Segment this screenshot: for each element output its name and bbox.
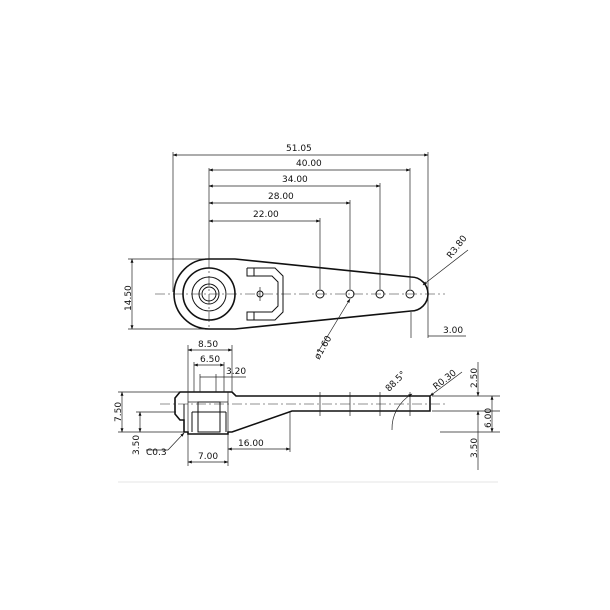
dim-hub-outer: 8.50 [198,340,218,350]
dim-hub-mid: 6.50 [200,355,220,365]
hole-4 [405,289,415,299]
dim-bore-depth: 7.00 [198,452,218,462]
dim-hole-4: 40.00 [296,159,322,169]
leader-tip-fillet [429,371,463,397]
dim-tip-radius: R3.80 [445,234,469,261]
dim-arm-thickness: 2.50 [470,368,480,388]
dim-height: 14.50 [124,285,134,311]
dim-right-bottom: 3.50 [470,438,480,458]
leader-hole-diameter [317,298,351,353]
leader-tip-radius [422,249,469,286]
hub-middle-circle [191,276,227,312]
hole-3 [375,289,385,299]
dim-hole-1: 22.00 [253,210,279,220]
dim-total-height: 7.50 [114,402,124,422]
hub-bore-circle [198,283,220,305]
hole-1 [315,289,325,299]
hole-2 [345,289,355,299]
dim-hole-3: 34.00 [282,175,308,185]
dim-hole-diameter: ø1.60 [313,334,335,361]
dim-draft-angle: 88.5° [384,370,408,394]
dim-overall-length: 51.05 [286,144,312,154]
dim-hole-2: 28.00 [268,192,294,202]
dim-hub-inner: 3.20 [226,367,246,377]
dim-bottom-height: 3.50 [132,435,142,455]
hub-bore [197,401,221,433]
top-view: 51.05 40.00 34.00 28.00 22.00 14.50 R3.8… [124,144,470,362]
dim-right-height: 6.00 [484,408,494,428]
arm-recess-inner [254,275,279,313]
dim-tip-width: 3.00 [443,326,463,336]
arm-recess [246,267,284,321]
angle-arc [391,393,413,431]
side-view: 8.50 6.50 3.20 7.50 3.50 C0.3 7.00 16.00… [114,340,500,470]
dim-chamfer: C0.3 [146,448,167,458]
hub-outer-circle [182,267,236,321]
leader-chamfer [167,432,185,451]
dim-arm-length: 16.00 [238,439,264,449]
dim-tip-fillet: R0.30 [432,368,459,392]
hub-inner-circle [201,286,217,302]
